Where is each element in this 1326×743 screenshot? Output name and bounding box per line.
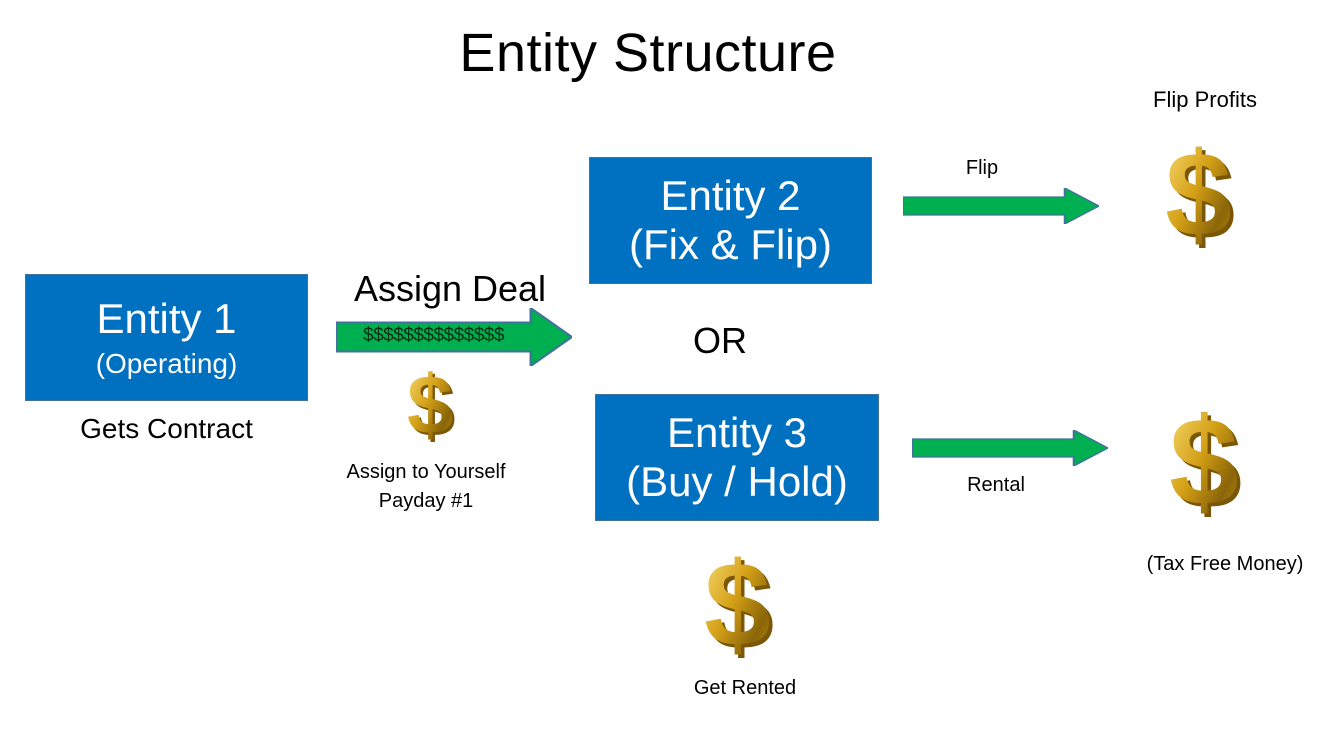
dollar-sign-icon xyxy=(405,367,460,447)
flip-profits-label: Flip Profits xyxy=(1153,87,1257,112)
flip-arrow-label: Flip xyxy=(965,157,999,179)
assign-arrow-dollars: $$$$$$$$$$$$$$ xyxy=(363,325,504,346)
entity-3-role: (Buy / Hold) xyxy=(626,457,848,505)
entity-3-caption: Get Rented xyxy=(693,677,797,699)
entity-1-role: (Operating) xyxy=(95,347,238,379)
tax-free-money-label: (Tax Free Money) xyxy=(1146,553,1304,575)
dollar-sign-icon xyxy=(702,550,780,665)
flip-arrow-icon xyxy=(903,188,1099,224)
rental-arrow-label: Rental xyxy=(967,474,1025,496)
dollar-sign-icon xyxy=(1165,405,1250,525)
entity-2-box: Entity 2 (Fix & Flip) xyxy=(589,157,872,284)
entity-1-name: Entity 1 xyxy=(96,295,237,343)
assign-caption-line2: Payday #1 xyxy=(378,490,474,512)
assign-deal-label: Assign Deal xyxy=(353,268,547,309)
page-title: Entity Structure xyxy=(459,23,837,83)
assign-caption-line1: Assign to Yourself xyxy=(346,461,506,483)
entity-1-box: Entity 1 (Operating) xyxy=(25,274,308,401)
entity-3-box: Entity 3 (Buy / Hold) xyxy=(595,394,879,521)
entity-1-caption: Gets Contract xyxy=(80,413,253,444)
or-label: OR xyxy=(693,320,747,361)
dollar-sign-icon xyxy=(1162,140,1242,255)
entity-2-role: (Fix & Flip) xyxy=(629,220,832,268)
rental-arrow-icon xyxy=(912,430,1108,466)
entity-3-name: Entity 3 xyxy=(666,409,808,457)
entity-2-name: Entity 2 xyxy=(660,172,801,220)
